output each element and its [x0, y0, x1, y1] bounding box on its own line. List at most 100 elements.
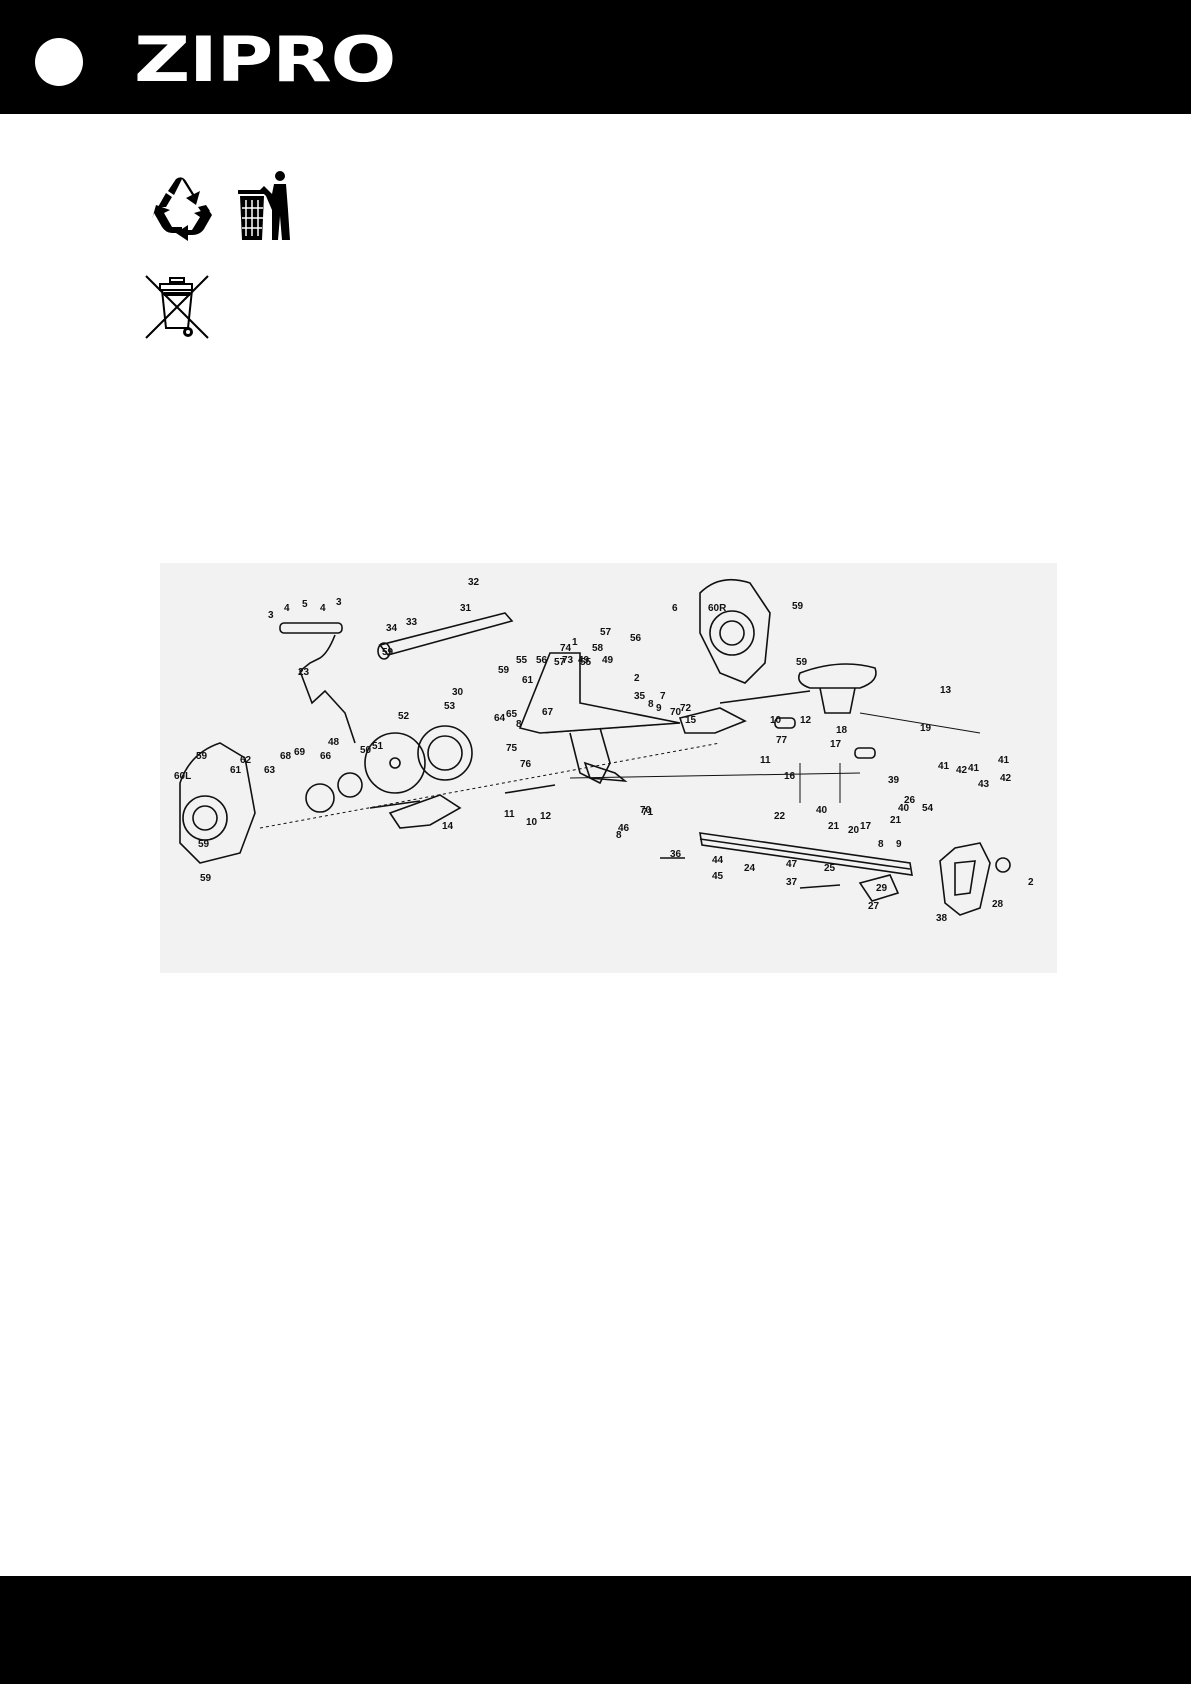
part-label-70: 70 — [670, 707, 682, 718]
part-label-30: 30 — [452, 687, 464, 698]
recycle-icon — [152, 177, 212, 241]
diagram-parts — [179, 578, 1011, 916]
part-label-8: 8 — [616, 830, 622, 841]
part-label-42: 42 — [1000, 773, 1012, 784]
part-label-66: 66 — [320, 751, 332, 762]
part-label-40: 40 — [816, 805, 828, 816]
page-header: ZIPRO — [0, 0, 1191, 114]
part-label-34: 34 — [386, 623, 398, 634]
part-label-46: 46 — [618, 823, 630, 834]
part-label-72: 72 — [680, 703, 692, 714]
part-label-74: 74 — [560, 643, 572, 654]
part-label-9: 9 — [656, 703, 662, 714]
part-label-60L: 60L — [174, 771, 191, 782]
part-label-59: 59 — [796, 657, 808, 668]
part-label-28: 28 — [992, 899, 1004, 910]
part-label-42: 42 — [956, 765, 968, 776]
part-label-61: 61 — [230, 765, 242, 776]
part-label-14: 14 — [442, 821, 454, 832]
part-label-64: 64 — [494, 713, 506, 724]
part-label-75: 75 — [506, 743, 518, 754]
part-label-62: 62 — [240, 755, 252, 766]
part-label-10: 10 — [770, 715, 782, 726]
part-label-32: 32 — [468, 577, 480, 588]
part-label-67: 67 — [542, 707, 554, 718]
part-label-59: 59 — [792, 601, 804, 612]
brand-dot — [35, 38, 83, 86]
part-label-76: 76 — [520, 759, 532, 770]
part-label-11: 11 — [504, 809, 515, 820]
part-label-4: 4 — [320, 603, 326, 614]
part-label-45: 45 — [712, 871, 724, 882]
part-label-59: 59 — [200, 873, 212, 884]
part-label-16: 16 — [784, 771, 796, 782]
crossed-out-wheelie-bin-icon — [145, 275, 209, 339]
tidyman-bin-icon — [238, 171, 290, 240]
part-label-57: 57 — [600, 627, 612, 638]
part-label-65: 65 — [506, 709, 518, 720]
part-label-35: 35 — [634, 691, 646, 702]
page-footer — [0, 1576, 1191, 1684]
part-label-77: 77 — [776, 735, 788, 746]
part-label-27: 27 — [868, 901, 880, 912]
part-label-59: 59 — [196, 751, 208, 762]
part-label-51: 51 — [372, 741, 384, 752]
part-label-63: 63 — [264, 765, 276, 776]
part-label-26: 26 — [904, 795, 916, 806]
part-label-53: 53 — [444, 701, 456, 712]
part-label-39: 39 — [888, 775, 900, 786]
part-label-60R: 60R — [708, 603, 727, 614]
part-label-29: 29 — [876, 883, 888, 894]
part-label-11: 11 — [760, 755, 771, 766]
part-label-31: 31 — [460, 603, 472, 614]
part-label-47: 47 — [786, 859, 798, 870]
part-label-3: 3 — [268, 610, 274, 621]
part-label-48: 48 — [328, 737, 340, 748]
brand-logo: ZIPRO — [134, 23, 396, 96]
part-label-50: 50 — [360, 745, 372, 756]
part-label-4: 4 — [284, 603, 290, 614]
part-label-37: 37 — [786, 877, 798, 888]
part-label-15: 15 — [685, 715, 697, 726]
part-label-3: 3 — [336, 597, 342, 608]
part-label-68: 68 — [280, 751, 292, 762]
part-label-1: 1 — [572, 637, 578, 648]
part-label-71: 71 — [642, 807, 654, 818]
part-label-73: 73 — [562, 655, 574, 666]
part-label-44: 44 — [712, 855, 724, 866]
part-label-17: 17 — [860, 821, 872, 832]
part-label-20: 20 — [848, 825, 860, 836]
part-label-21: 21 — [828, 821, 840, 832]
part-label-9: 9 — [896, 839, 902, 850]
part-label-12: 12 — [540, 811, 552, 822]
part-label-61: 61 — [522, 675, 534, 686]
part-label-59: 59 — [382, 647, 394, 658]
part-label-23: 23 — [298, 667, 310, 678]
part-label-5: 5 — [302, 599, 308, 610]
part-label-8: 8 — [516, 719, 522, 730]
part-label-10: 10 — [526, 817, 538, 828]
part-label-54: 54 — [922, 803, 934, 814]
part-label-7: 7 — [660, 691, 666, 702]
part-label-38: 38 — [936, 913, 948, 924]
part-label-40: 40 — [898, 803, 910, 814]
part-label-21: 21 — [890, 815, 902, 826]
part-label-24: 24 — [744, 863, 756, 874]
part-label-56: 56 — [536, 655, 548, 666]
part-label-8: 8 — [878, 839, 884, 850]
part-label-19: 19 — [920, 723, 932, 734]
part-label-69: 69 — [294, 747, 306, 758]
part-label-59: 59 — [498, 665, 510, 676]
part-label-6: 6 — [672, 603, 678, 614]
part-label-2: 2 — [634, 673, 640, 684]
part-label-41: 41 — [938, 761, 950, 772]
part-label-18: 18 — [836, 725, 848, 736]
part-label-2: 2 — [1028, 877, 1034, 888]
part-label-56: 56 — [630, 633, 642, 644]
part-label-70: 70 — [640, 805, 652, 816]
part-label-58: 58 — [592, 643, 604, 654]
part-label-13: 13 — [940, 685, 952, 696]
part-label-12: 12 — [800, 715, 812, 726]
